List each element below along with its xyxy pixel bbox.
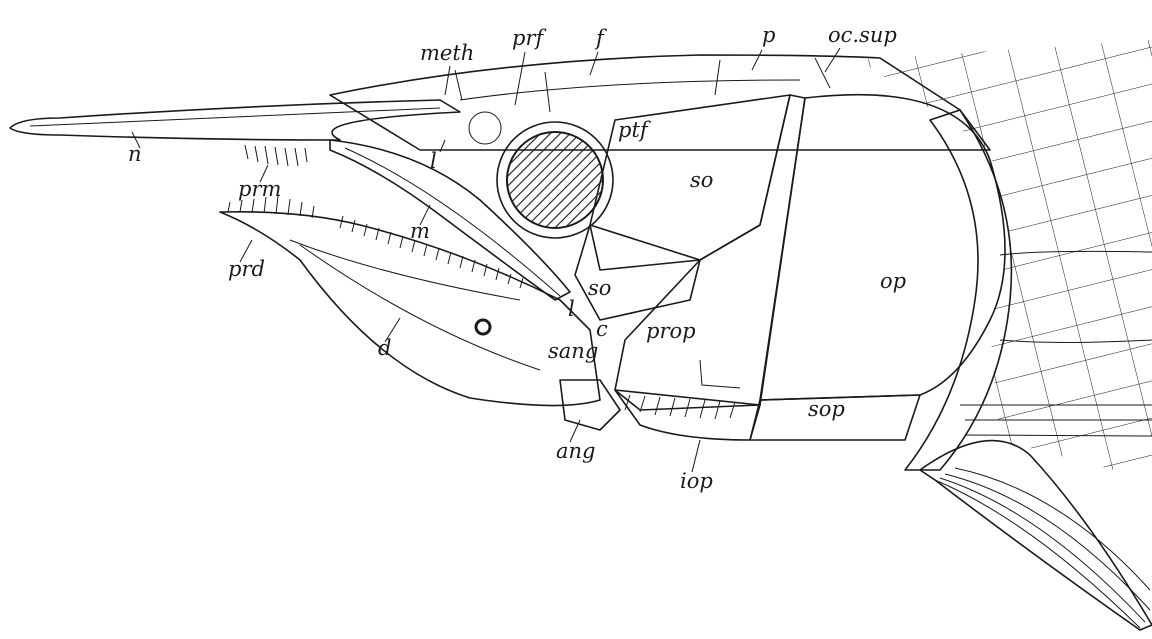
label-so-lower: so (588, 276, 611, 300)
label-sop: sop (808, 397, 845, 421)
label-c: c (596, 317, 608, 341)
label-ang: ang (556, 439, 596, 463)
upper-teeth (245, 145, 307, 166)
label-oc-sup: oc.sup (828, 23, 897, 47)
label-f: f (594, 26, 607, 50)
labels: n meth prf f p oc.sup ptf l so op prm m … (128, 23, 906, 493)
lower-teeth (228, 196, 523, 288)
label-m: m (410, 219, 430, 243)
label-op: op (880, 269, 906, 293)
label-p: p (762, 23, 775, 47)
label-prop: prop (646, 319, 696, 343)
label-l-upper: l (430, 149, 437, 173)
opercle (760, 95, 1005, 400)
preopercle (615, 95, 805, 410)
label-sang: sang (548, 339, 598, 363)
body-scales (860, 40, 1152, 480)
label-meth: meth (420, 41, 474, 65)
label-l-lower: l (568, 297, 575, 321)
interopercle (615, 390, 760, 440)
label-d: d (378, 336, 391, 360)
label-n: n (128, 142, 142, 166)
label-iop: iop (680, 469, 713, 493)
label-prd: prd (228, 257, 265, 281)
label-ptf: ptf (618, 118, 651, 142)
label-so-upper: so (690, 168, 713, 192)
label-prm: prm (238, 177, 281, 201)
label-prf: prf (512, 26, 546, 50)
